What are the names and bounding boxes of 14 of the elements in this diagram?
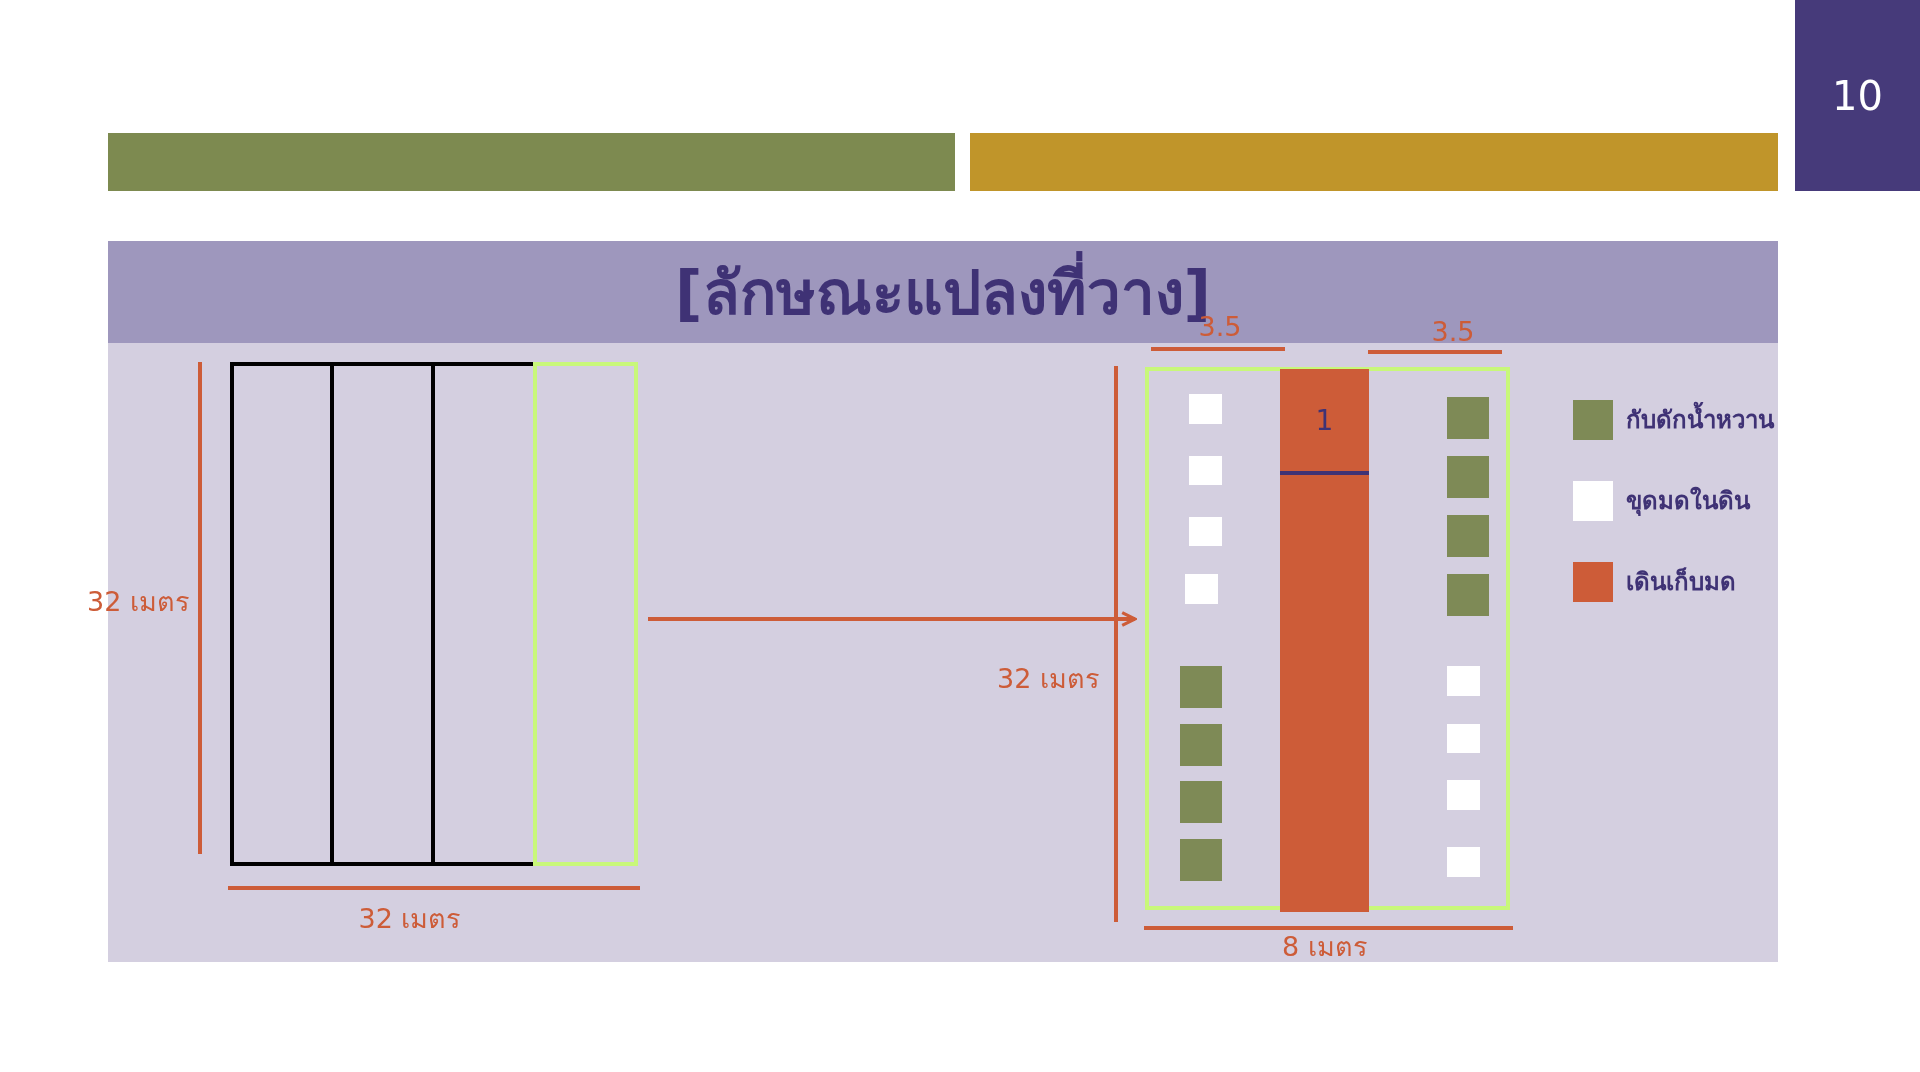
page-number: 10 [1795, 0, 1920, 191]
strip-number: 1 [1314, 407, 1335, 435]
dimension-label: 32 เมตร [357, 905, 463, 932]
dimension-label: 3.5 [1430, 318, 1476, 345]
walkway-strip [1280, 369, 1369, 912]
legend-label: กับดักน้ำหวาน [1626, 401, 1774, 439]
dimension-label: 32 เมตร [996, 665, 1100, 692]
legend-label: ขุดมดในดิน [1626, 485, 1750, 518]
arrow [648, 611, 1137, 627]
dimension-label: 32 เมตร [86, 588, 190, 615]
legend-label: เดินเก็บมด [1626, 566, 1736, 598]
field-plot-drawing [230, 362, 638, 866]
plot-outline [1145, 367, 1510, 910]
dimension-label: 8 เมตร [1281, 933, 1369, 960]
